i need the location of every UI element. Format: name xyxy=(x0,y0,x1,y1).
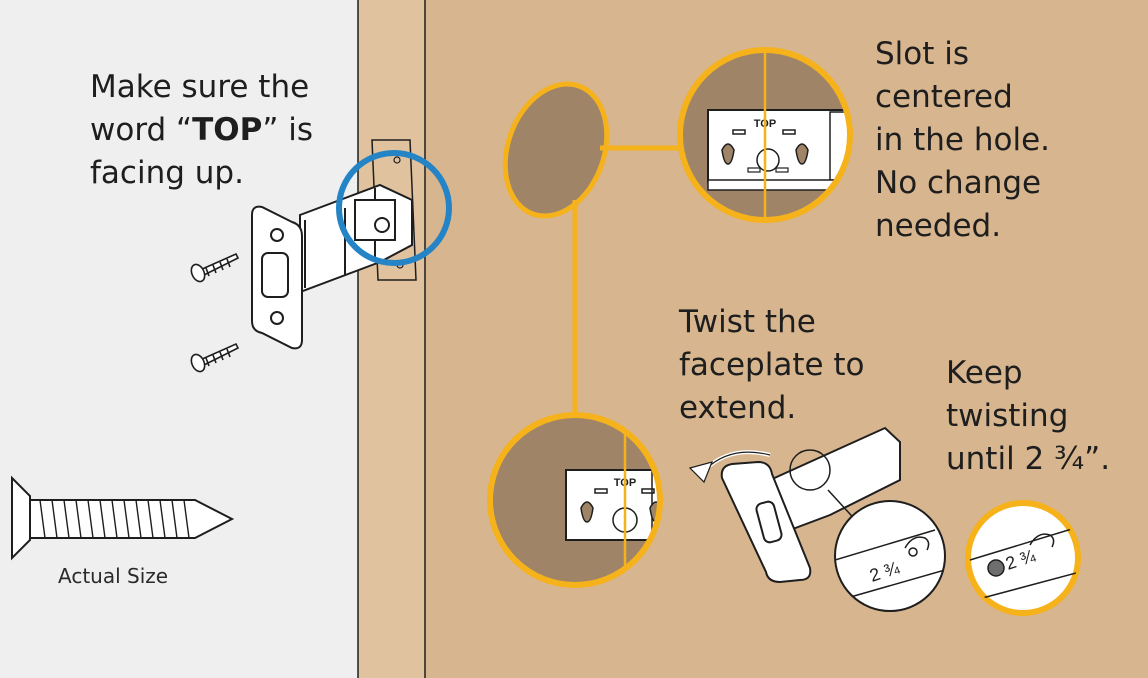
instruction-keep-twisting: Keep twisting until 2 ¾”. xyxy=(946,352,1110,481)
instruction-slot-line: Slot is xyxy=(875,36,970,72)
bore-hole xyxy=(502,81,610,219)
instruction-slot-line: No change xyxy=(875,165,1042,201)
actual-size-caption: Actual Size xyxy=(58,564,169,588)
instruction-twist-line: Twist the xyxy=(679,304,816,340)
instruction-slot-line: in the hole. xyxy=(875,122,1050,158)
instruction-slot-centered: Slot is centered in the hole. No change … xyxy=(875,33,1050,248)
instruction-slot-line: centered xyxy=(875,79,1013,115)
instruction-top-line2-post: ” is xyxy=(262,112,314,148)
instruction-top-facing-up: Make sure the word “TOP” is facing up. xyxy=(90,66,313,195)
actual-size-screw xyxy=(11,475,235,561)
instruction-twist-line: faceplate to xyxy=(679,347,865,383)
screw-upper xyxy=(190,252,240,283)
top-highlight-ring xyxy=(336,150,452,266)
instruction-keep-line: until 2 ¾”. xyxy=(946,441,1111,477)
door-edge xyxy=(358,0,425,678)
instruction-keep-line: Keep xyxy=(946,355,1023,391)
instruction-top-line2-pre: word “ xyxy=(90,112,193,148)
instruction-slot-line: needed. xyxy=(875,208,1002,244)
instruction-top-line3: facing up. xyxy=(90,155,244,191)
instruction-top-keyword: TOP xyxy=(192,112,263,148)
latch-assembly xyxy=(251,183,413,350)
callout-faceplate-lower: TOP xyxy=(487,412,663,588)
twisting-latch xyxy=(720,426,901,584)
zoom-callout-extended: 2 ¾ xyxy=(965,500,1081,616)
instruction-top-line2: word “TOP” is xyxy=(90,109,313,152)
instruction-twist-line: extend. xyxy=(679,390,797,426)
instruction-top-line1: Make sure the xyxy=(90,69,310,105)
screw-lower xyxy=(190,342,240,373)
callout-slot-centered: TOP xyxy=(677,47,853,223)
zoom-callout-scale: 2 ¾ xyxy=(834,500,946,612)
instruction-keep-line: twisting xyxy=(946,398,1069,434)
instruction-twist-faceplate: Twist the faceplate to extend. xyxy=(679,301,865,430)
